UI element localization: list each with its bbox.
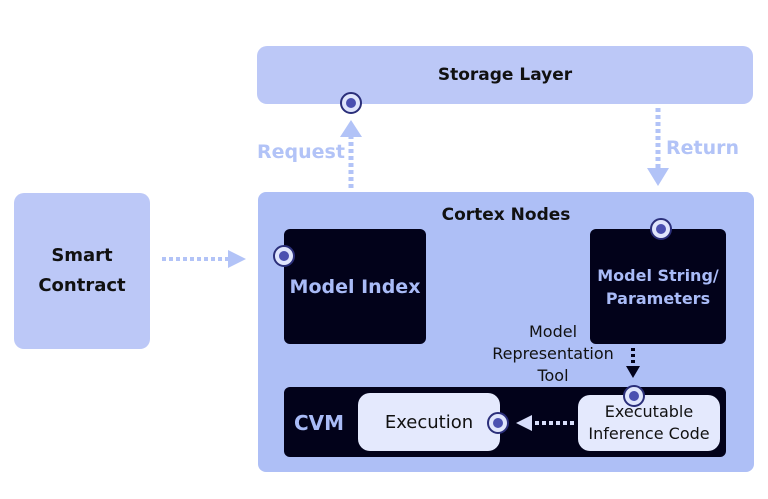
storage-layer-label: Storage Layer [437, 65, 573, 85]
exec-code-port-icon [623, 385, 645, 407]
return-arrow [647, 108, 669, 186]
smart-contract-label-line2: Contract [38, 275, 126, 296]
exec-code-line1: Executable [604, 402, 694, 421]
model-index-box: Model Index [284, 229, 426, 344]
execution-port-icon [487, 412, 509, 434]
execution-label: Execution [384, 411, 474, 433]
executable-inference-code-box: Executable Inference Code [578, 395, 720, 451]
request-label: Request [257, 141, 345, 163]
model-string-label-line1: Model String/ [597, 265, 719, 285]
exec-code-line2: Inference Code [588, 424, 710, 443]
return-label: Return [666, 137, 740, 159]
model-representation-tool-label: Model Representation Tool [478, 321, 628, 387]
cvm-label: CVM [294, 411, 345, 435]
execution-box: Execution [358, 393, 500, 451]
mrt-line2: Representation [492, 344, 614, 363]
model-index-port-icon [273, 245, 295, 267]
smart-contract-box: Smart Contract [14, 193, 150, 349]
request-arrow [340, 120, 362, 188]
mrt-line3: Tool [537, 366, 569, 385]
model-index-label: Model Index [289, 275, 421, 298]
cortex-nodes-title: Cortex Nodes [441, 205, 571, 225]
model-string-label-line2: Parameters [605, 288, 711, 308]
smart-contract-arrow [162, 250, 246, 268]
model-string-port-icon [650, 218, 672, 240]
mrt-arrow [626, 348, 640, 378]
model-string-box: Model String/ Parameters [590, 229, 726, 344]
mrt-line1: Model [528, 322, 578, 341]
storage-layer-box: Storage Layer [257, 46, 753, 104]
smart-contract-label-line1: Smart [51, 245, 113, 266]
exec-to-execution-arrow [516, 415, 574, 431]
storage-port-icon [340, 92, 362, 114]
